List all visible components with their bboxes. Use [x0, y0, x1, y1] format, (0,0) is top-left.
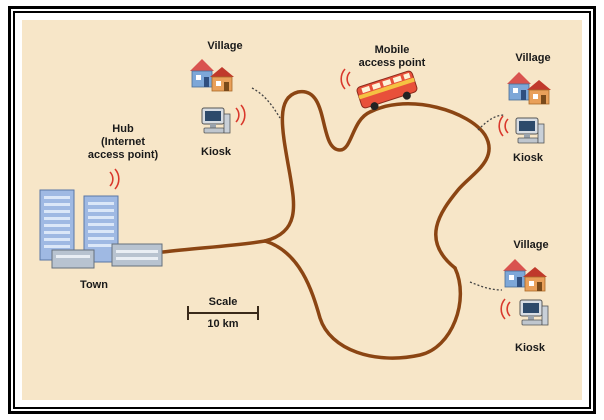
computer-icon — [515, 117, 545, 144]
signal-icon — [109, 168, 120, 190]
signal-icon — [500, 298, 511, 320]
scale-bar — [187, 306, 259, 320]
scale-title: Scale — [208, 296, 238, 308]
hub-label: Hub (Internet access point) — [87, 123, 159, 161]
signal-icon — [498, 115, 509, 137]
computer-icon — [201, 107, 231, 134]
kiosk-label-right-top: Kiosk — [513, 152, 543, 164]
kiosk-label-right-bottom: Kiosk — [515, 342, 545, 354]
road-upper-loop — [263, 90, 491, 270]
village-label-top-left: Village — [207, 40, 243, 52]
kiosk-label-top-left: Kiosk — [201, 146, 231, 158]
road-trunk — [161, 239, 267, 254]
scale-value: 10 km — [207, 318, 239, 330]
town-label: Town — [80, 279, 108, 291]
road-lower-loop — [263, 239, 463, 360]
house-icon — [189, 58, 235, 92]
building-icon — [39, 189, 163, 269]
village-label-right-top: Village — [515, 52, 551, 64]
dotted-links — [251, 87, 506, 291]
computer-icon — [519, 299, 549, 326]
bus-icon — [356, 70, 418, 111]
village-label-right-bottom: Village — [513, 239, 549, 251]
house-icon — [502, 258, 548, 292]
house-icon — [506, 71, 552, 105]
road-network — [161, 90, 491, 360]
signal-icon — [235, 104, 246, 126]
signal-icon — [340, 68, 351, 90]
mobile-access-point-label: Mobile access point — [358, 44, 426, 69]
